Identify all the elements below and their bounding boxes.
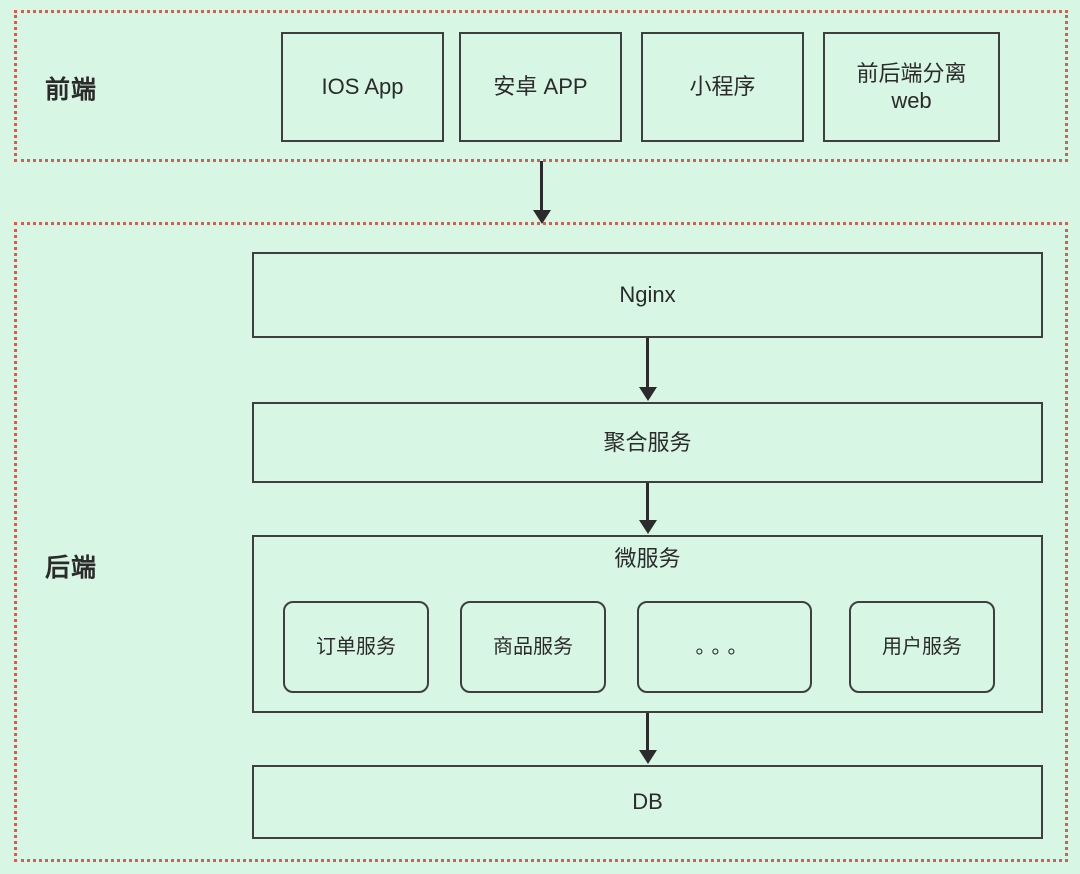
frontend-node-android-app[interactable]: 安卓 APP [459, 32, 622, 142]
arrow-aggregator-to-microservices [646, 483, 649, 521]
backend-zone [14, 222, 1068, 862]
separated-web-line1: 前后端分离 [856, 60, 967, 86]
microservice-order[interactable]: 订单服务 [283, 601, 429, 693]
microservice-product[interactable]: 商品服务 [460, 601, 606, 693]
backend-node-aggregation-service[interactable]: 聚合服务 [252, 402, 1043, 483]
microservice-user[interactable]: 用户服务 [849, 601, 995, 693]
ellipsis-icon: 。。。 [695, 635, 754, 658]
arrow-nginx-to-aggregator [646, 338, 649, 388]
frontend-zone-label: 前端 [45, 76, 98, 104]
backend-microservices-container: 微服务 订单服务 商品服务 。。。 用户服务 [252, 535, 1043, 713]
frontend-node-miniprogram[interactable]: 小程序 [641, 32, 804, 142]
arrow-microservices-to-database [646, 713, 649, 751]
frontend-node-separated-web[interactable]: 前后端分离 web [823, 32, 1000, 142]
backend-zone-label: 后端 [45, 554, 98, 582]
backend-node-nginx[interactable]: Nginx [252, 252, 1043, 338]
microservice-more-placeholder[interactable]: 。。。 [637, 601, 812, 693]
backend-node-database[interactable]: DB [252, 765, 1043, 839]
separated-web-line2: web [891, 88, 932, 113]
microservices-title: 微服务 [614, 546, 681, 571]
frontend-node-ios-app[interactable]: IOS App [281, 32, 444, 142]
arrow-frontend-to-backend [540, 161, 543, 211]
